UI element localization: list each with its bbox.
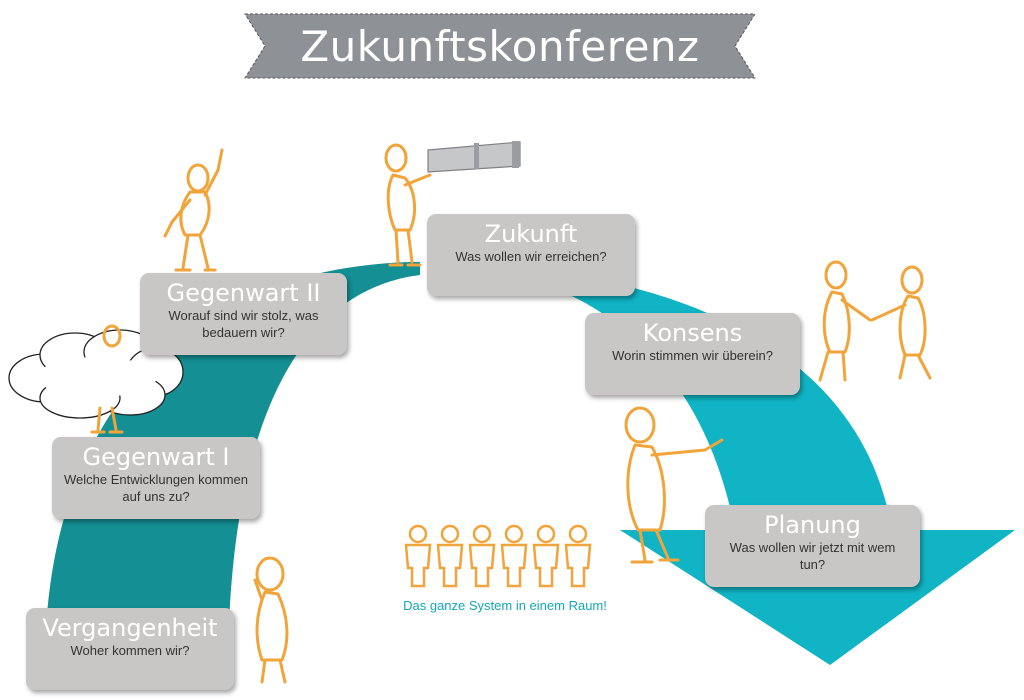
phase-box-gegenwart-1: Gegenwart I Welche Entwicklungen kommen … — [52, 437, 260, 519]
phase-title: Planung — [764, 511, 861, 539]
phase-box-konsens: Konsens Worin stimmen wir überein? — [585, 313, 800, 395]
phase-box-gegenwart-2: Gegenwart II Worauf sind wir stolz, was … — [140, 273, 347, 355]
phase-question: Was wollen wir jetzt mit wem tun? — [729, 540, 896, 572]
phase-title: Gegenwart I — [82, 443, 230, 471]
group-person-icon — [532, 524, 560, 588]
phase-box-planung: Planung Was wollen wir jetzt mit wem tun… — [705, 505, 920, 587]
phase-question: Worin stimmen wir überein? — [612, 348, 773, 363]
phase-question: Welche Entwicklungen kommen auf uns zu? — [63, 472, 248, 504]
phase-question: Worauf sind wir stolz, was bedauern wir? — [168, 308, 319, 340]
pointing-person-icon — [624, 406, 724, 564]
phase-title: Konsens — [642, 319, 743, 347]
page-title: Zukunftskonferenz — [300, 21, 700, 71]
group-person-icon — [564, 524, 592, 588]
group-person-icon — [404, 524, 432, 588]
telescope-person-icon — [384, 143, 432, 267]
group-of-people-icon — [404, 524, 592, 588]
phase-title: Zukunft — [484, 220, 578, 248]
phase-question: Was wollen wir erreichen? — [455, 249, 607, 264]
cheering-person-icon — [163, 148, 224, 272]
group-person-icon — [436, 524, 464, 588]
thinking-person-icon — [253, 556, 289, 684]
group-person-icon — [468, 524, 496, 588]
handshake-icon — [818, 260, 932, 382]
person-behind-cloud-icon — [90, 324, 124, 434]
telescope-icon — [427, 141, 521, 173]
group-person-icon — [500, 524, 528, 588]
system-caption: Das ganze System in einem Raum! — [403, 598, 607, 613]
title-banner — [244, 13, 756, 79]
thought-cloud-icon — [8, 329, 184, 419]
phase-title: Gegenwart II — [166, 279, 321, 307]
phase-box-vergangenheit: Vergangenheit Woher kommen wir? — [26, 608, 234, 690]
phase-question: Woher kommen wir? — [70, 643, 190, 658]
phase-title: Vergangenheit — [42, 614, 218, 642]
phase-box-zukunft: Zukunft Was wollen wir erreichen? — [427, 214, 635, 296]
